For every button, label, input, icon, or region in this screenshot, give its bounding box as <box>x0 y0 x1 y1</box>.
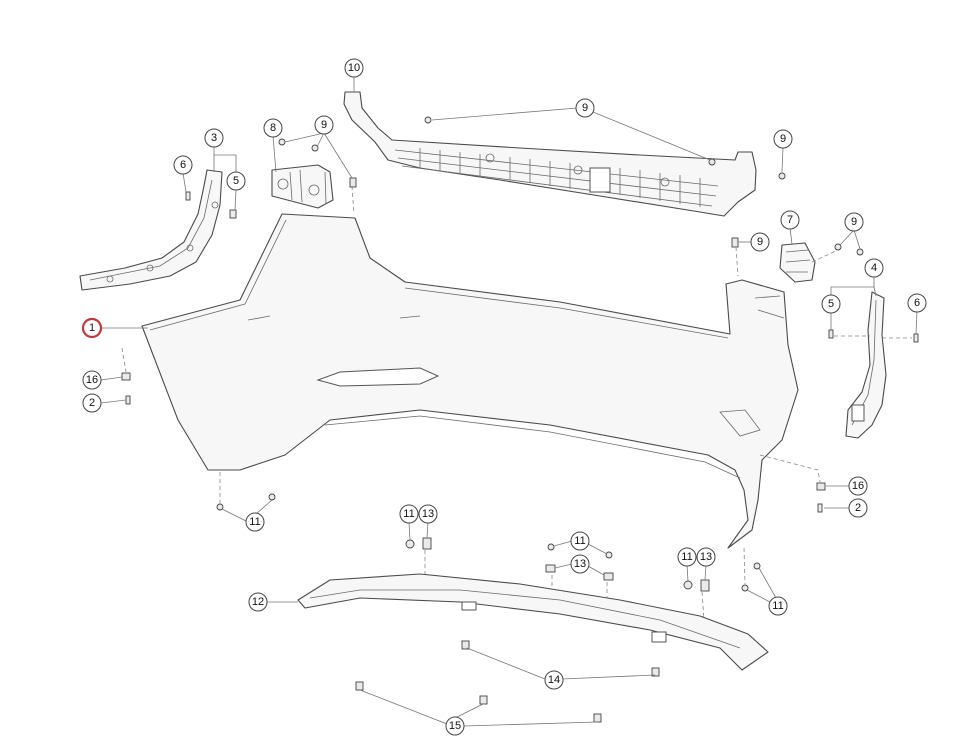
callout-14[interactable]: 14 <box>544 670 564 690</box>
callout-5[interactable]: 5 <box>821 294 841 314</box>
callout-6[interactable]: 6 <box>907 293 927 313</box>
callout-11[interactable]: 11 <box>768 596 788 616</box>
callout-16[interactable]: 16 <box>848 476 868 496</box>
callout-13[interactable]: 13 <box>418 504 438 524</box>
right-side-bracket-part <box>845 291 887 439</box>
callout-11[interactable]: 11 <box>570 531 590 551</box>
callout-11[interactable]: 11 <box>399 504 419 524</box>
right-small-bracket-part <box>779 242 816 283</box>
callout-13[interactable]: 13 <box>696 547 716 567</box>
left-side-bracket-part <box>79 169 223 291</box>
callout-12[interactable]: 12 <box>248 592 268 612</box>
leader-lines <box>100 76 918 727</box>
center-bracket-part <box>343 91 757 217</box>
callout-6[interactable]: 6 <box>173 155 193 175</box>
assembly-lines <box>121 185 912 621</box>
callout-16[interactable]: 16 <box>82 370 102 390</box>
bumper-cover-part <box>141 213 799 549</box>
callout-11[interactable]: 11 <box>677 547 697 567</box>
callout-5[interactable]: 5 <box>226 171 246 191</box>
callout-8[interactable]: 8 <box>263 118 283 138</box>
callout-13[interactable]: 13 <box>570 554 590 574</box>
callout-15[interactable]: 15 <box>445 716 465 736</box>
callout-4[interactable]: 4 <box>864 258 884 278</box>
fasteners <box>121 116 919 723</box>
callout-7[interactable]: 7 <box>780 210 800 230</box>
lower-valance-part <box>297 573 769 671</box>
callout-10[interactable]: 10 <box>344 58 364 78</box>
callout-9[interactable]: 9 <box>750 232 770 252</box>
callout-2[interactable]: 2 <box>848 498 868 518</box>
callout-9[interactable]: 9 <box>314 115 334 135</box>
callout-9[interactable]: 9 <box>773 129 793 149</box>
callout-2[interactable]: 2 <box>82 393 102 413</box>
callout-11[interactable]: 11 <box>245 512 265 532</box>
callout-3[interactable]: 3 <box>204 128 224 148</box>
left-small-bracket-part <box>271 164 334 209</box>
callout-1[interactable]: 1 <box>81 317 103 339</box>
callout-9[interactable]: 9 <box>575 98 595 118</box>
callout-9[interactable]: 9 <box>844 212 864 232</box>
